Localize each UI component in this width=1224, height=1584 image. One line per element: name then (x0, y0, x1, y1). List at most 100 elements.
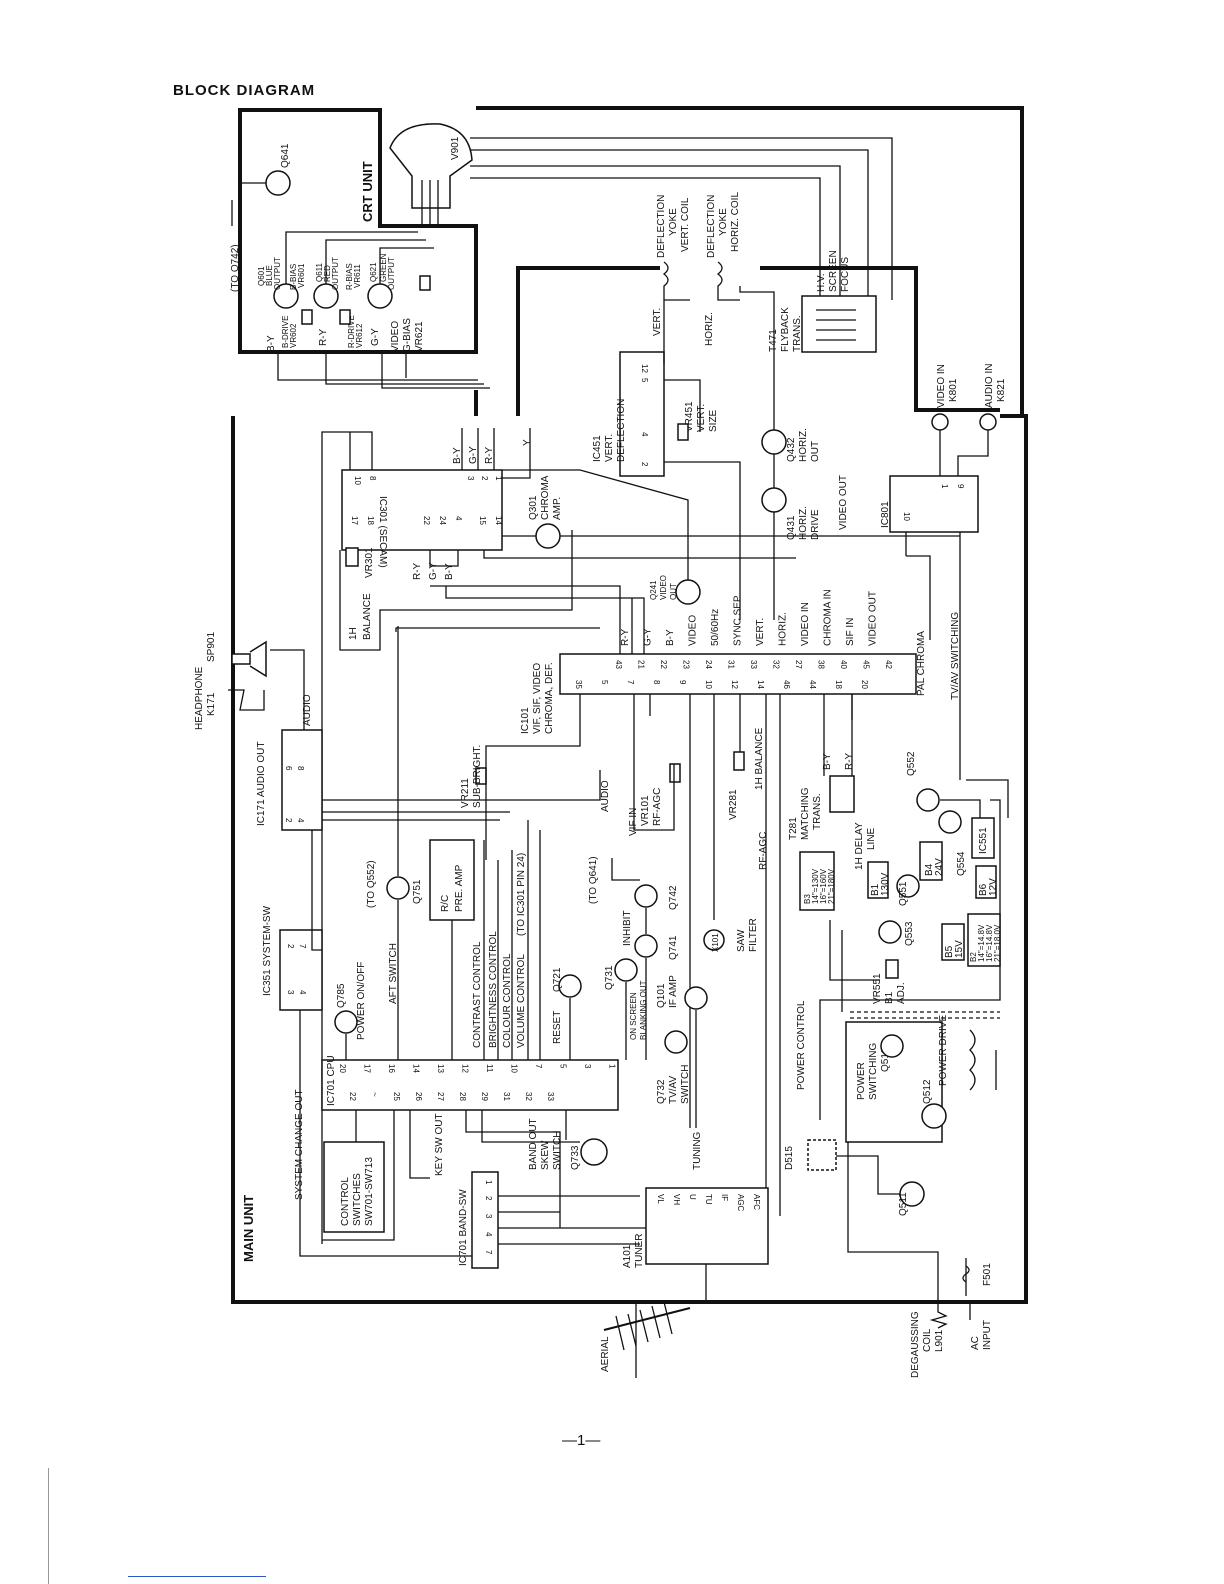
matching-label: MATCHING (800, 787, 811, 840)
x101-label: X101 (711, 933, 720, 952)
crt-vr611: VR611 (353, 264, 362, 288)
q241-label-3: OUT (669, 583, 678, 600)
switching-label: SWITCHING (868, 1043, 879, 1100)
ic101-bottom-pins-7: 14 (756, 680, 765, 689)
ic101-bottom-pins-8: 46 (782, 680, 791, 689)
reset-label: RESET (552, 1011, 563, 1044)
ic301-pin-14: 14 (494, 516, 503, 525)
volume-control: VOLUME CONTROL (516, 954, 527, 1048)
vr301-resistor (345, 547, 359, 567)
ic701-label: IC701 CPU (326, 1055, 337, 1106)
b2-21: 21"=18.0V (993, 924, 1002, 962)
ic101-bottom-pins-2: 7 (626, 680, 635, 685)
ic451-label: IC451 (592, 435, 603, 462)
pre-amp-label: PRE. AMP (454, 864, 465, 912)
q553-label: Q553 (904, 921, 915, 946)
b5-label: B5 (944, 945, 955, 958)
k171-label: K171 (206, 692, 217, 716)
crt-bbias: B-BIAS (289, 264, 298, 290)
ic301-in-gy: G-Y (428, 562, 439, 580)
hv-label: H.V. (816, 273, 827, 292)
q554-transistor (938, 810, 962, 834)
ic801-pin-1: 1 (940, 484, 949, 489)
footer-rule (128, 1576, 266, 1577)
ic101-top-signals-8: VIDEO IN (800, 602, 811, 646)
headphone-label: HEADPHONE (194, 666, 205, 730)
sw-range-label: SW701-SW713 (364, 1157, 375, 1226)
vert-yoke-label-2: YOKE (668, 208, 679, 236)
cpu-top-pins-3: 14 (412, 1064, 421, 1073)
ic801-pin-9: 9 (956, 484, 965, 489)
t281-label: T281 (788, 817, 799, 840)
crt-green-out: OUTPUT (387, 257, 396, 290)
b1-label: B1 (870, 883, 881, 896)
q785-label: Q785 (336, 983, 347, 1008)
video-in-label: VIDEO IN (936, 364, 947, 408)
page-number: —1— (562, 1432, 601, 1449)
q552-label: Q552 (906, 751, 917, 776)
ic171-pin-2: 2 (284, 818, 293, 823)
vr551-resistor (885, 959, 899, 979)
audio-in-jack (979, 413, 997, 431)
tuner-pins-4: IF (720, 1194, 729, 1201)
vr101-resistor (669, 763, 681, 783)
q551-transistor (896, 874, 920, 898)
power-onoff-label: POWER ON/OFF (356, 962, 367, 1040)
ic351-pin-2: 2 (286, 944, 295, 949)
q611-label: Q611 (315, 262, 324, 282)
to-q641-label: (TO Q641) (588, 856, 599, 904)
d515-label: D515 (784, 1146, 795, 1170)
ic101-top-pins-6: 33 (749, 660, 758, 669)
ic101-bottom-pins-1: 5 (600, 680, 609, 685)
band-pins-1: 4 (484, 1232, 493, 1237)
rc-label: R/C (440, 895, 451, 912)
audio-label: AUDIO (302, 694, 313, 726)
page-title: BLOCK DIAGRAM (173, 82, 316, 99)
flyback-trans (801, 295, 877, 353)
b2-14: 14"=14.8V (977, 924, 986, 962)
cpu-bottom-pins-6: 29 (480, 1092, 489, 1101)
ic801-video-out: VIDEO OUT (838, 475, 849, 530)
ic101-label-3: CHROMA, DEF. (544, 662, 555, 734)
to-q742-label: (TO Q742) (230, 244, 241, 292)
main-unit-label: MAIN UNIT (241, 1195, 256, 1262)
k821-label: K821 (996, 378, 1007, 402)
b6-box (975, 865, 997, 899)
b5-box (941, 923, 965, 961)
b3-16: 16"=160V (819, 868, 828, 904)
vr551-label: VR551 (872, 973, 883, 1004)
ic101-top-pins-12: 42 (884, 660, 893, 669)
degauss-coil: COIL (922, 1328, 933, 1352)
tuner-label: TUNER (634, 1234, 645, 1268)
cpu-bottom-pins-3: 26 (414, 1092, 423, 1101)
line-label: LINE (866, 827, 877, 850)
cpu-top-pins-4: 13 (436, 1064, 445, 1073)
vr602-resistor (301, 309, 313, 325)
tuner-pins-6: AFC (752, 1194, 761, 1210)
ic351-box (279, 929, 323, 1011)
ic101-top-pins-0: 43 (614, 660, 623, 669)
ic101-top-signals-4: 50/60Hz (710, 609, 721, 646)
vert-yoke-label-3: VERT. COIL (680, 197, 691, 252)
crt-vr621: VR621 (414, 321, 425, 352)
ic701-cpu-box (321, 1059, 619, 1111)
q241-label: Q241 (649, 580, 658, 600)
focus-label: FOCUS (840, 257, 851, 292)
q751-label: Q751 (412, 879, 423, 904)
power-control-label: POWER CONTROL (796, 1000, 807, 1090)
l901-label: L901 (934, 1329, 945, 1352)
vr451-label-2: VERT. (696, 404, 707, 432)
tuner-pins-5: AGC (736, 1194, 745, 1212)
ic101-box (559, 653, 917, 695)
q553-transistor (878, 920, 902, 944)
ic101-bottom-pins-5: 10 (704, 680, 713, 689)
crt-green: GREEN (379, 253, 388, 282)
b4-label: B4 (924, 863, 935, 876)
ic301-label: IC301 (SECAM) (377, 496, 388, 568)
ic101-top-signals-11: VIDEO OUT (868, 591, 879, 646)
band-pins-2: 3 (484, 1214, 493, 1219)
